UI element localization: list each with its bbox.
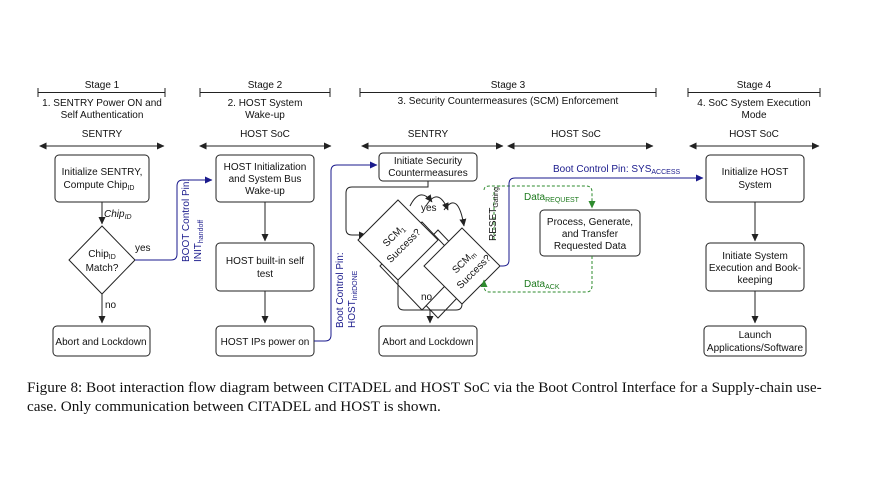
host-ips-text: HOST IPs power on <box>221 337 310 348</box>
scm-no-label: no <box>421 292 433 303</box>
reset-gating-label: RESETGating <box>488 187 500 241</box>
stage-4-title: 4. SoC System Execution <box>697 98 810 109</box>
init-scm-text: Initiate Security <box>394 156 462 167</box>
data-request-signal <box>483 185 596 209</box>
boot-flow-diagram: Stage 1 Stage 2 Stage 3 Stage 4 1. SENTR… <box>37 80 821 357</box>
boot-pin-init-label: BOOT Control Pin: <box>181 179 192 262</box>
figure-caption: Figure 8: Boot interaction flow diagram … <box>27 379 822 415</box>
init-sentry-text: Compute ChipID <box>64 180 135 192</box>
match-no-label: no <box>105 300 117 311</box>
abort-text-stage-1: Abort and Lockdown <box>55 337 146 348</box>
init-sentry-text: Initialize SENTRY, <box>62 167 143 178</box>
init-host-text: System <box>738 180 771 191</box>
process-text: Process, Generate, <box>547 217 633 228</box>
actor-stage-4: HOST SoC <box>729 129 779 140</box>
init-sentry-box <box>54 154 150 203</box>
stage-4-label: Stage 4 <box>737 80 772 91</box>
init-scm-text: Countermeasures <box>388 168 467 179</box>
host-init-text: Wake-up <box>245 186 285 197</box>
stage-2-title: Wake-up <box>245 110 285 121</box>
init-exec-text: Execution and Book- <box>709 263 801 274</box>
launch-text: Applications/Software <box>707 343 804 354</box>
data-request-label: DataREQUEST <box>524 192 580 204</box>
boot-pin-host-label: Boot Control Pin: <box>335 252 346 328</box>
host-initdone-signal <box>314 161 378 342</box>
stage-3-title: 3. Security Countermeasures (SCM) Enforc… <box>398 96 619 107</box>
process-box <box>539 209 641 257</box>
arrow-scm-init-down <box>345 181 429 239</box>
stage-1-title: Self Authentication <box>61 110 144 121</box>
sys-access-label: Boot Control Pin: SYSACCESS <box>553 164 681 176</box>
host-bist-text: test <box>257 269 273 280</box>
match-yes-label: yes <box>135 243 151 254</box>
data-ack-label: DataACK <box>524 279 560 291</box>
actor-stage-3-sentry: SENTRY <box>408 129 449 140</box>
abort-box-stage-3 <box>378 325 478 357</box>
init-host-text: Initialize HOST <box>722 167 789 178</box>
abort-text-stage-3: Abort and Lockdown <box>382 337 473 348</box>
launch-box <box>703 325 807 357</box>
scm-yes-label: yes <box>421 203 437 214</box>
init-exec-text: keeping <box>737 275 772 286</box>
chip-match-diamond <box>68 225 136 295</box>
launch-text: Launch <box>739 330 772 341</box>
actor-stage-1: SENTRY <box>82 129 123 140</box>
init-handoff-signal <box>135 176 213 261</box>
scm-loop-arrows <box>409 194 467 227</box>
sys-access-signal <box>500 174 704 267</box>
stage-3-label: Stage 3 <box>491 80 526 91</box>
stage-1-title: 1. SENTRY Power ON and <box>42 98 162 109</box>
chip-id-edge-label: ChipID <box>104 209 132 221</box>
actor-stage-2: HOST SoC <box>240 129 290 140</box>
host-bist-text: HOST built-in self <box>226 256 304 267</box>
process-text: and Transfer <box>562 229 619 240</box>
host-initdone-label: HOSTInitDONE <box>347 270 359 328</box>
scm-no-branch <box>397 280 463 324</box>
scm-diamond-stack <box>357 199 501 319</box>
init-handoff-label: INIThandoff <box>193 220 205 262</box>
chip-match-text: ChipID <box>88 249 116 261</box>
stage-brackets <box>37 88 821 97</box>
host-init-text: and System Bus <box>229 174 302 185</box>
abort-box-stage-1 <box>52 325 151 357</box>
stage-2-title: 2. HOST System <box>228 98 303 109</box>
host-init-text: HOST Initialization <box>224 162 307 173</box>
process-text: Requested Data <box>554 241 627 252</box>
chip-match-text: Match? <box>86 263 119 274</box>
stage-1-label: Stage 1 <box>85 80 120 91</box>
stage-4-title: Mode <box>741 110 766 121</box>
init-host-box <box>705 154 805 203</box>
init-exec-text: Initiate System <box>722 251 788 262</box>
actor-stage-3-host: HOST SoC <box>551 129 601 140</box>
data-ack-signal <box>480 256 593 293</box>
stage-2-label: Stage 2 <box>248 80 283 91</box>
host-bist-box <box>215 242 315 292</box>
